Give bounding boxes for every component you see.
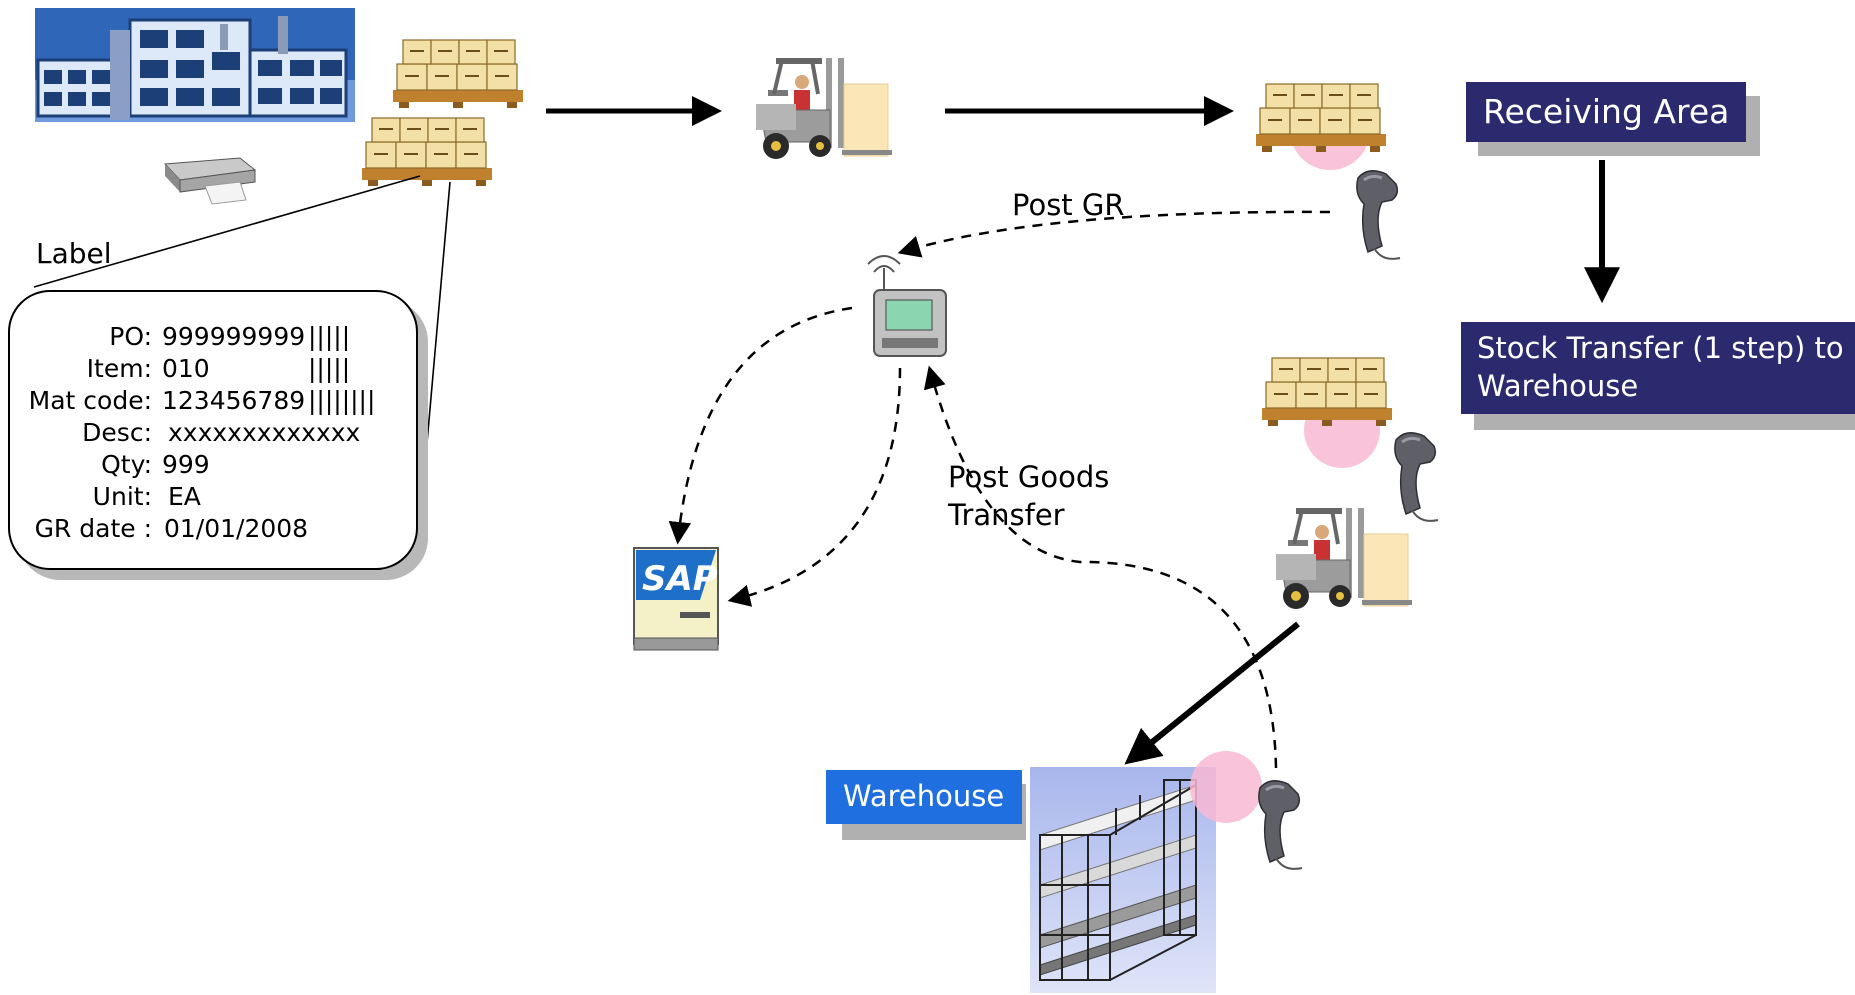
warehouse-box: Warehouse (826, 770, 1022, 824)
scan-highlight (1190, 751, 1262, 823)
factory-building-icon (35, 8, 355, 122)
receiving-area-box: Receiving Area (1466, 82, 1746, 142)
pallet-icon-receiving (1255, 83, 1387, 153)
post-goods-transfer-label-line2: Transfer (948, 498, 1065, 532)
dashed-arrow-terminal-to-sap-2 (727, 367, 902, 607)
barcode-scanner-icon-3 (1257, 779, 1304, 871)
post-goods-transfer-label-line1: Post Goods (948, 460, 1110, 494)
label-row-key: Unit: (92, 482, 152, 511)
label-row-value: EA (168, 482, 201, 511)
forklift-icon-1 (754, 56, 894, 161)
label-connector-line (33, 175, 421, 288)
pallet-icon-1 (392, 39, 524, 109)
label-row-key: PO: (109, 322, 152, 351)
label-row-key: GR date : (34, 514, 152, 543)
label-row-barcode: ||||| (308, 354, 351, 383)
label-row-value: 999999999 (162, 322, 306, 351)
barcode-scanner-icon-1 (1355, 169, 1402, 261)
receiving-area-label: Receiving Area (1483, 92, 1730, 131)
label-row-value: 01/01/2008 (164, 514, 309, 543)
sap-logo-text: SAP (642, 559, 718, 599)
label-row-value: 010 (162, 354, 210, 383)
arrow-to-warehouse (1124, 621, 1300, 765)
label-row-barcode: |||||||| (308, 386, 376, 415)
label-connector-line (417, 181, 451, 546)
stock-transfer-label-line2: Warehouse (1477, 369, 1639, 403)
label-row-key: Desc: (82, 418, 152, 447)
dashed-arrow-post-gr (897, 210, 1331, 258)
label-caption: Label (36, 237, 112, 270)
dashed-arrow-terminal-to-sap-1 (668, 306, 853, 545)
pallet-icon-transfer (1261, 357, 1393, 427)
handheld-terminal-icon (867, 255, 947, 357)
stock-transfer-label-line1: Stock Transfer (1 step) to (1477, 331, 1844, 365)
label-row-key: Item: (86, 354, 152, 383)
warehouse-label: Warehouse (843, 779, 1005, 813)
label-row-value: xxxxxxxxxxxxx (168, 418, 361, 447)
label-card: PO: 999999999 ||||| Item: 010 ||||| Mat … (8, 290, 418, 570)
label-row-barcode: ||||| (308, 322, 351, 351)
barcode-scanner-icon-2 (1393, 431, 1440, 523)
printer-icon (163, 157, 257, 205)
stock-transfer-box: Stock Transfer (1 step) to Warehouse (1461, 322, 1855, 414)
warehouse-rack-icon (1030, 767, 1216, 993)
label-row-key: Mat code: (28, 386, 152, 415)
sap-server-icon: SAP (633, 547, 719, 651)
dashed-arrow-post-goods-transfer (923, 365, 1278, 769)
post-gr-label: Post GR (1012, 188, 1125, 222)
label-row-key: Qty: (101, 450, 152, 479)
label-row-value: 999 (162, 450, 210, 479)
forklift-icon-2 (1274, 506, 1414, 611)
pallet-icon-2 (361, 117, 493, 187)
label-row-value: 123456789 (162, 386, 306, 415)
